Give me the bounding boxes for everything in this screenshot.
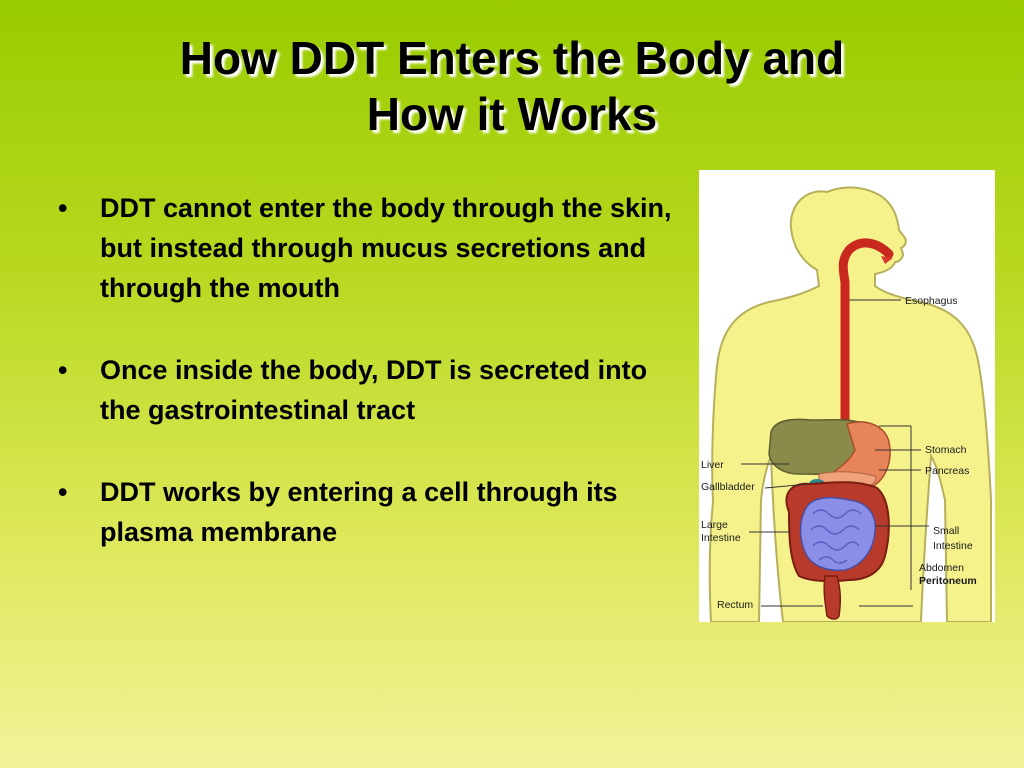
label-liver: Liver [701, 459, 724, 471]
slide-title: How DDT Enters the Body and How it Works [40, 30, 984, 142]
bullet-text: Once inside the body, DDT is secreted in… [100, 355, 648, 425]
label-stomach: Stomach [925, 444, 967, 456]
bullet-marker: • [58, 477, 68, 507]
bullet-item: • DDT works by entering a cell through i… [58, 472, 683, 552]
bullet-list: • DDT cannot enter the body through the … [58, 188, 683, 594]
bullet-item: • DDT cannot enter the body through the … [58, 188, 683, 308]
title-line-1: How DDT Enters the Body and [179, 32, 845, 84]
label-leaders [741, 299, 929, 607]
label-large-intestine-1: Large [701, 519, 728, 531]
bullet-text: DDT cannot enter the body through the sk… [100, 193, 672, 303]
bullet-marker: • [58, 355, 68, 385]
esophagus-shape [838, 238, 894, 425]
bullet-text: DDT works by entering a cell through its… [100, 477, 618, 547]
label-small-intestine-1: Small [933, 525, 959, 537]
small-intestine-folds [810, 509, 862, 564]
label-rectum: Rectum [717, 599, 753, 611]
label-large-intestine-2: Intestine [701, 532, 741, 544]
label-esophagus: Esophagus [905, 295, 958, 307]
label-pancreas: Pancreas [925, 465, 969, 477]
label-abdomen: Abdomen [919, 562, 964, 574]
label-gallbladder: Gallbladder [701, 481, 755, 493]
label-small-intestine-2: Intestine [933, 540, 973, 552]
label-peritoneum: Peritoneum [919, 575, 977, 587]
title-line-2: How it Works [366, 88, 658, 140]
digestive-system-figure: Esophagus Stomach Pancreas Liver Gallbla… [699, 170, 995, 622]
mouth-shape [881, 256, 893, 264]
digestive-system-diagram: Esophagus Stomach Pancreas Liver Gallbla… [701, 186, 992, 622]
rectum-shape [823, 575, 842, 620]
body-silhouette [708, 186, 992, 622]
bullet-marker: • [58, 193, 68, 223]
bullet-item: • Once inside the body, DDT is secreted … [58, 350, 683, 430]
